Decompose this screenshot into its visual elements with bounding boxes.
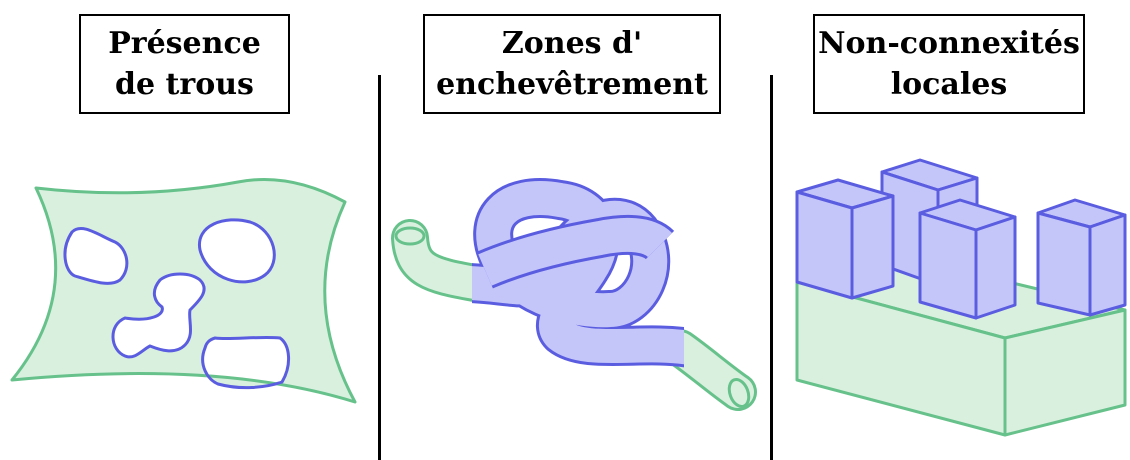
- block-right: [1036, 198, 1127, 317]
- title-entanglement: Zones d' enchevêtrement: [423, 14, 721, 114]
- title-holes: Présence de trous: [79, 14, 290, 114]
- hole-1: [63, 227, 129, 285]
- tube-knot: [472, 178, 684, 368]
- hole-4: [201, 335, 290, 390]
- block-left: [795, 178, 895, 300]
- title-holes-line1: Présence: [108, 26, 261, 61]
- title-entanglement-line2: enchevêtrement: [436, 67, 708, 102]
- hole-2: [198, 218, 276, 284]
- hole-3: [111, 272, 206, 359]
- title-local-disconnections: Non-connexités locales: [813, 14, 1085, 114]
- divider-left: [378, 75, 381, 460]
- title-holes-line2: de trous: [115, 67, 254, 102]
- title-entanglement-line1: Zones d': [501, 26, 643, 61]
- tube-open-end-right: [727, 377, 751, 409]
- surface-outline: [10, 178, 357, 404]
- title-local-disconnections-line1: Non-connexités: [818, 26, 1080, 61]
- block-middle: [918, 198, 1017, 320]
- divider-right: [770, 75, 773, 460]
- tube-open-end-left: [394, 226, 426, 246]
- title-local-disconnections-line2: locales: [890, 67, 1008, 102]
